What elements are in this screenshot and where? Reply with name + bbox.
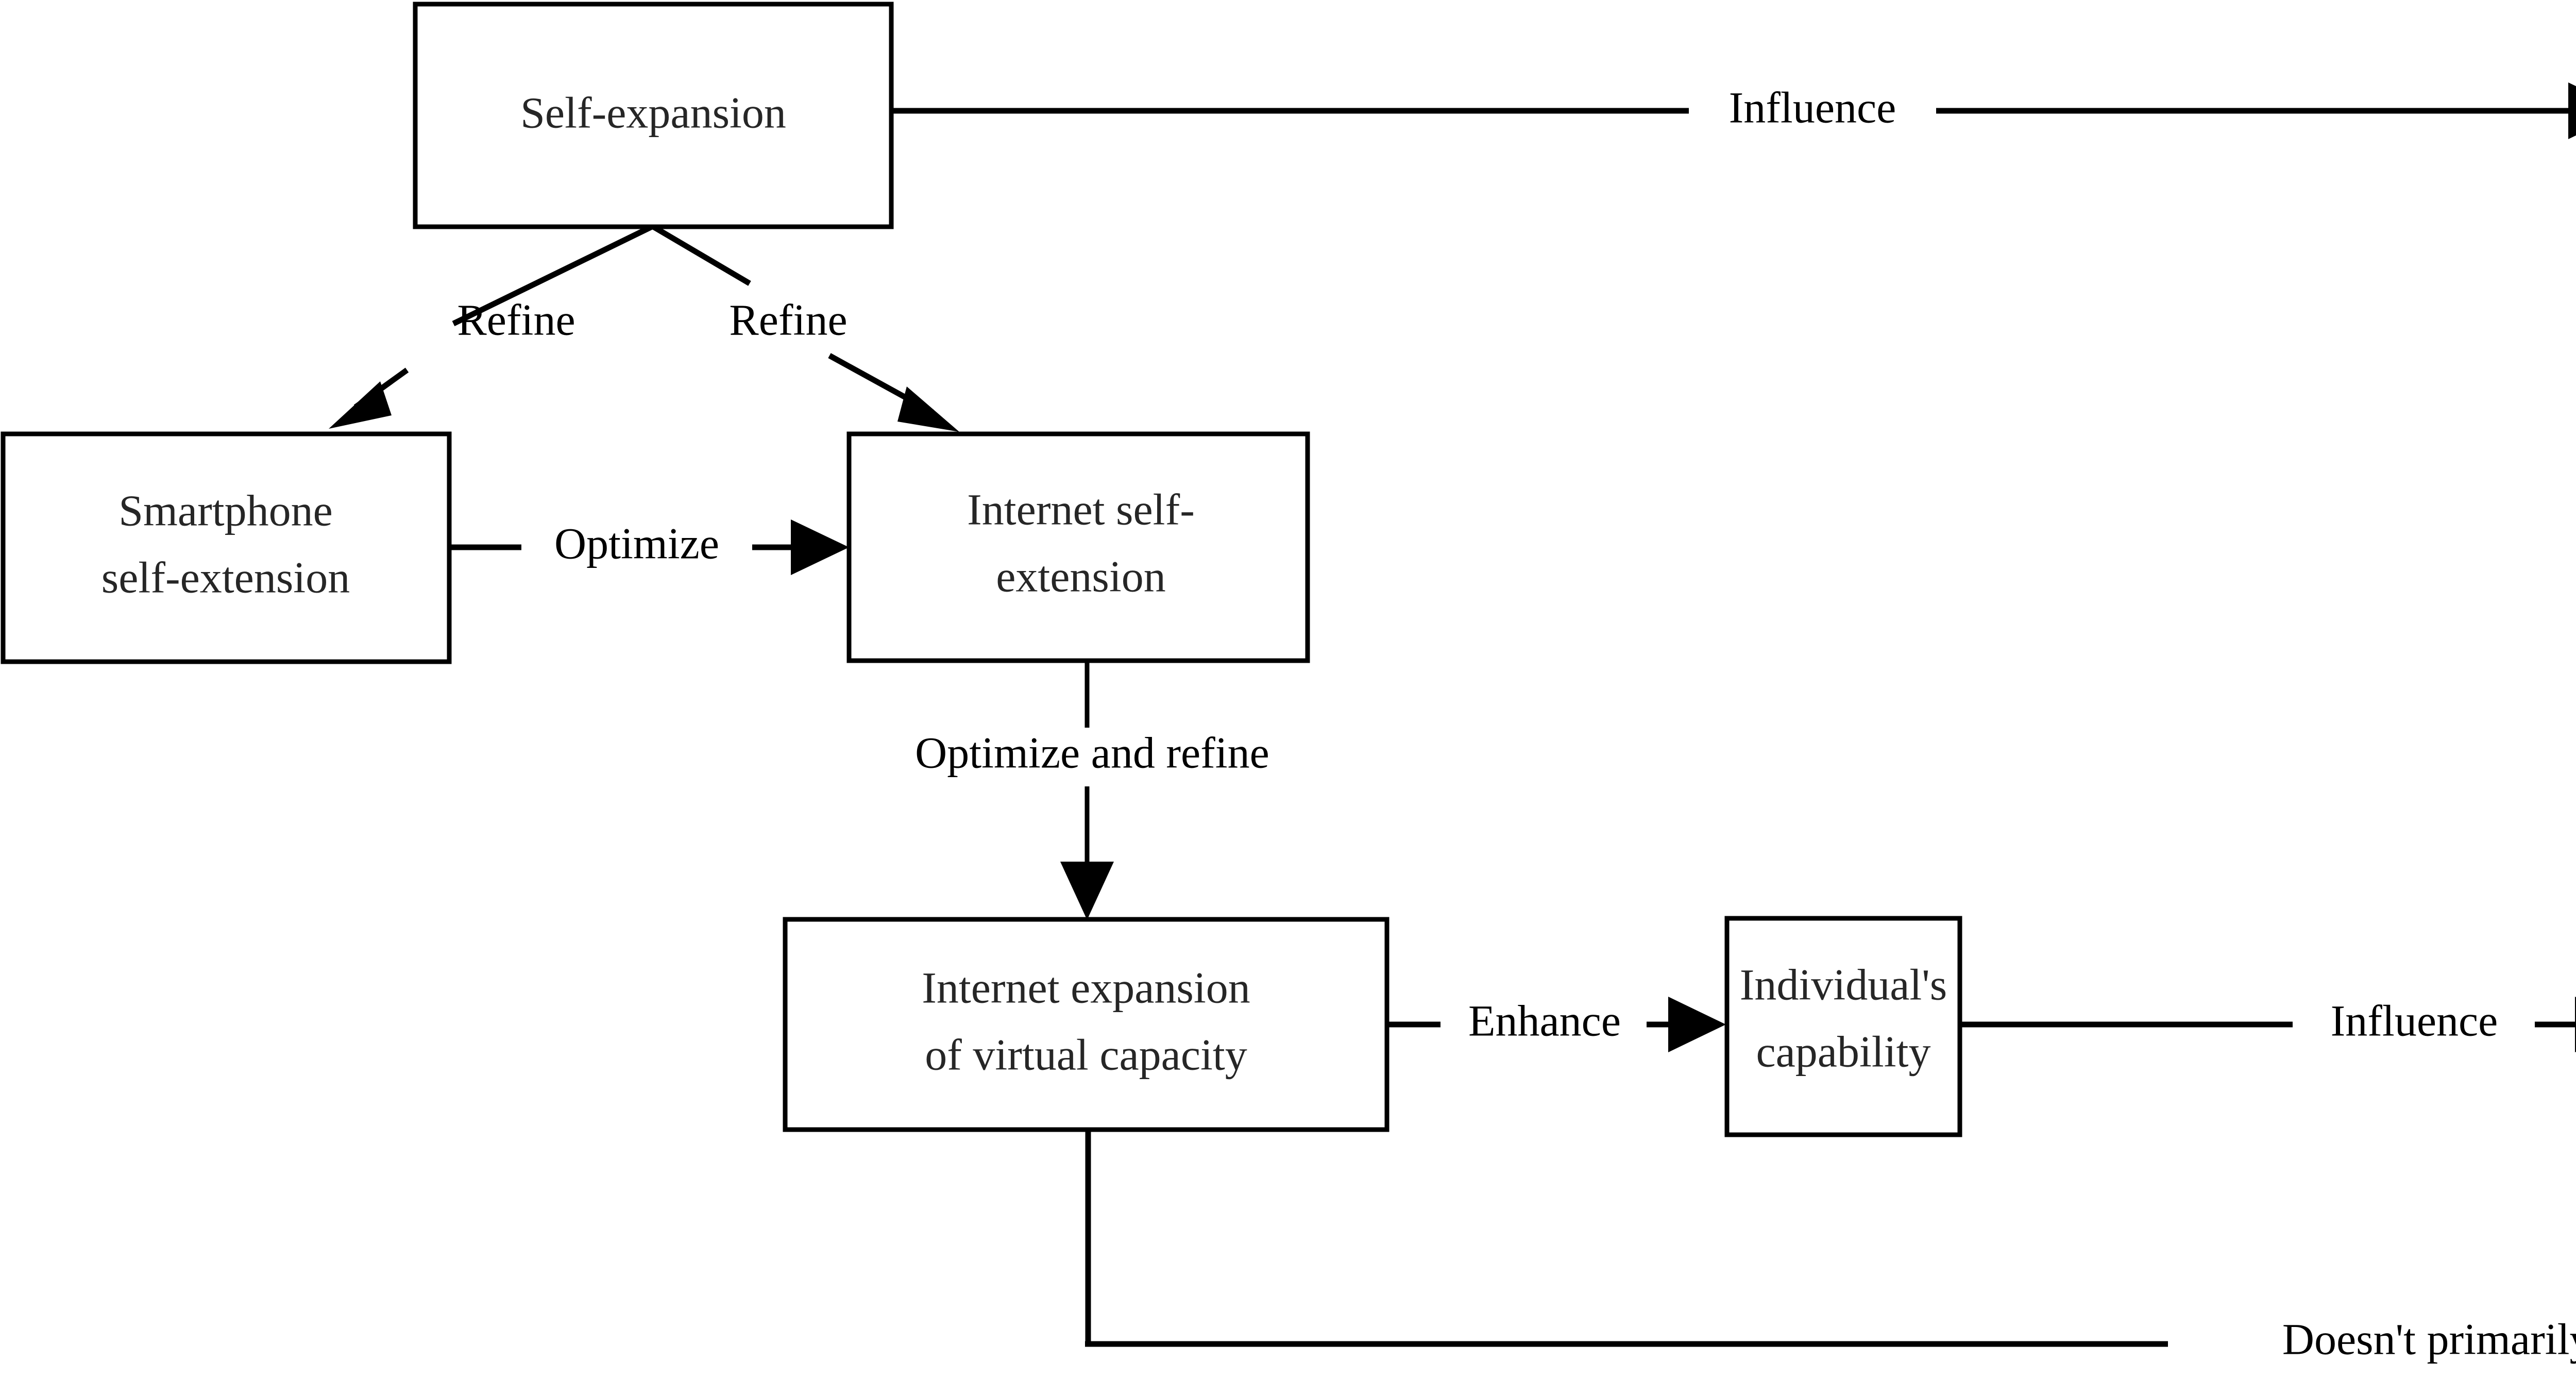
edge-label-refine-left: Refine	[457, 295, 575, 345]
node-label-internet-ext-line1: Internet self-	[967, 485, 1195, 534]
arrow-head-optimize-refine	[1060, 862, 1114, 920]
edge-line-refine-right-upper	[652, 224, 751, 286]
edge-label-influence-mid: Influence	[2331, 996, 2498, 1046]
edge-internet-ext-to-expansion	[1060, 661, 1114, 920]
node-individual-capability-box[interactable]	[1724, 916, 1962, 1137]
edge-line-refine-left-upper	[452, 224, 653, 326]
edge-label-bg-doesnt-affect	[2168, 1313, 2576, 1373]
edge-label-bg-influence-mid	[2293, 996, 2535, 1053]
edge-self-expansion-to-smartphone	[329, 224, 653, 429]
arrow-head-influence-top	[2568, 82, 2576, 139]
edge-label-enhance: Enhance	[1468, 996, 1621, 1046]
node-self-expansion-box[interactable]	[413, 2, 894, 229]
node-internet-self-extension-box[interactable]	[846, 431, 1310, 663]
arrow-head-refine-right	[897, 386, 959, 432]
arrow-head-refine-left	[329, 381, 392, 429]
edge-label-bg-influence-top	[1689, 82, 1936, 140]
edge-label-optimize-and-refine: Optimize and refine	[915, 728, 1269, 778]
node-label-smartphone-line2: self-extension	[101, 553, 350, 602]
node-internet-expansion-box[interactable]	[783, 917, 1389, 1132]
arrow-head-enhance	[1668, 997, 1726, 1052]
node-label-smartphone-line1: Smartphone	[118, 486, 333, 535]
node-label-individual-capability-line1: Individual's	[1740, 960, 1947, 1010]
node-label-internet-expansion-line2: of virtual capacity	[925, 1030, 1247, 1080]
edge-label-optimize: Optimize	[554, 519, 719, 568]
node-smartphone-self-extension-box[interactable]	[1, 431, 452, 664]
edge-label-influence-top: Influence	[1729, 83, 1896, 132]
node-label-individual-capability-line2: capability	[1756, 1027, 1930, 1077]
edge-label-refine-right: Refine	[729, 295, 847, 345]
edge-self-expansion-to-internet-ext	[652, 224, 959, 432]
edge-label-bg-optimize	[521, 519, 752, 577]
edge-label-bg-optimize-refine	[842, 728, 1340, 786]
edge-label-bg-enhance	[1440, 996, 1647, 1053]
node-label-internet-expansion-line1: Internet expansion	[922, 963, 1250, 1013]
node-label-internet-ext-line2: extension	[996, 552, 1166, 601]
arrow-head-optimize	[791, 519, 849, 575]
node-label-self-expansion: Self-expansion	[520, 88, 786, 138]
edge-label-doesnt-primarily-affect: Doesn't primarily affect	[2282, 1315, 2576, 1364]
